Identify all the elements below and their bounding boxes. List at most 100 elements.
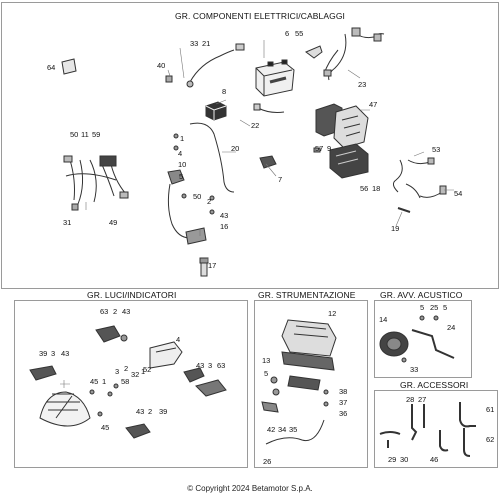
part-label: 43 [196, 361, 205, 370]
part-40-fuse [165, 75, 173, 83]
part-21-connector [235, 43, 245, 51]
part-label: 61 [486, 405, 495, 414]
part-label: 58 [121, 377, 130, 386]
ignition-coil-part-16 [167, 169, 207, 245]
part-label: 22 [251, 121, 260, 130]
part-label: 26 [263, 457, 272, 466]
instruments-title: GR. STRUMENTAZIONE [256, 290, 358, 300]
part-label: 29 [388, 455, 397, 464]
rear-indicator-bottom [125, 423, 151, 439]
regulator-part-9 [329, 143, 369, 179]
accessories-panel [374, 390, 498, 468]
part-label: 45 [90, 377, 99, 386]
part-54-cable [405, 183, 443, 199]
part-label: 25 [430, 303, 439, 312]
part-label: 13 [262, 356, 271, 365]
part-label: 39 [39, 349, 48, 358]
part-label: 55 [295, 29, 304, 38]
plate-light-part-43 [195, 379, 227, 397]
harness-part-49 [63, 155, 129, 205]
part-label: 16 [220, 222, 229, 231]
part-label: 43 [220, 211, 229, 220]
part-64-shape [61, 58, 77, 75]
horn-part-14 [379, 331, 409, 357]
part-label: 33 [190, 39, 199, 48]
part-label: 42 [267, 425, 276, 434]
part-31-connector [71, 203, 79, 211]
part-label: 43 [61, 349, 70, 358]
part-label: 31 [63, 218, 72, 227]
part-label: 2 [148, 407, 153, 416]
part-label: 36 [339, 409, 348, 418]
part-label: 37 [339, 398, 348, 407]
part-label: 5 [179, 172, 184, 181]
part-label: 11 [81, 130, 89, 139]
lights-indicators-title: GR. LUCI/INDICATORI [85, 290, 179, 300]
battery-part-6 [255, 59, 295, 97]
part-label: 4 [176, 335, 181, 344]
part-29-clip [379, 431, 401, 435]
part-label: 1 [141, 367, 146, 376]
part-62-tie [463, 428, 471, 457]
part-label: 27 [418, 395, 427, 404]
cdi-part-47 [315, 103, 369, 149]
part-label: 6 [285, 29, 290, 38]
part-label: 30 [400, 455, 409, 464]
part-label: 43 [136, 407, 145, 416]
part-label: 4 [178, 149, 183, 158]
part-label: 3 [51, 349, 56, 358]
front-indicator-left [29, 365, 57, 381]
copyright-text: © Copyright 2024 Betamotor S.p.A. [187, 484, 313, 493]
part-label: 9 [327, 144, 332, 153]
speedo-bracket-42 [261, 401, 279, 413]
part-label: 2 [124, 364, 129, 373]
part-label: 10 [178, 160, 187, 169]
dashboard-part-12 [281, 319, 337, 371]
horn-bracket-24 [411, 329, 455, 359]
part-label: 21 [202, 39, 211, 48]
part-label: 12 [328, 309, 337, 318]
part-label: 2 [113, 307, 118, 316]
part-label: 64 [47, 63, 56, 72]
spark-plug-part-17 [199, 257, 209, 277]
part-label: 53 [432, 145, 441, 154]
part-label: 59 [92, 130, 101, 139]
part-label: 38 [339, 387, 348, 396]
part-label: 18 [372, 184, 381, 193]
part-label: 40 [157, 61, 166, 70]
headlight-part-45 [39, 391, 91, 427]
part-label: 3 [208, 361, 213, 370]
part-label: 3 [115, 367, 120, 376]
horn-title: GR. AVV. ACUSTICO [378, 290, 465, 300]
accessories-title: GR. ACCESSORI [398, 380, 471, 390]
part-label: 63 [217, 361, 226, 370]
part-label: 5 [264, 369, 269, 378]
part-label: 17 [208, 261, 217, 270]
part-label: 43 [122, 307, 131, 316]
tail-light-part-4 [149, 341, 183, 369]
part-label: 63 [100, 307, 109, 316]
part-label: 47 [369, 100, 378, 109]
part-label: 35 [289, 425, 298, 434]
part-55-bracket [305, 45, 323, 59]
part-label: 1 [180, 134, 185, 143]
part-label: 14 [379, 315, 388, 324]
rear-indicator-right [183, 367, 205, 383]
part-label: 24 [447, 323, 456, 332]
part-label: 62 [486, 435, 495, 444]
electrical-components-panel [1, 2, 499, 289]
part-label: 50 [70, 130, 79, 139]
part-label: 1 [102, 377, 107, 386]
part-46-tie [439, 430, 449, 452]
part-22-wire [257, 107, 285, 113]
part-label: 34 [278, 425, 287, 434]
part-label: 7 [278, 175, 283, 184]
part-7-grommet [259, 155, 277, 169]
part-label: 52 [143, 365, 152, 374]
relay-part-8 [205, 101, 227, 121]
part-label: 49 [109, 218, 118, 227]
part-label: 54 [454, 189, 463, 198]
part-label: 39 [159, 407, 168, 416]
part-label: 23 [358, 80, 367, 89]
